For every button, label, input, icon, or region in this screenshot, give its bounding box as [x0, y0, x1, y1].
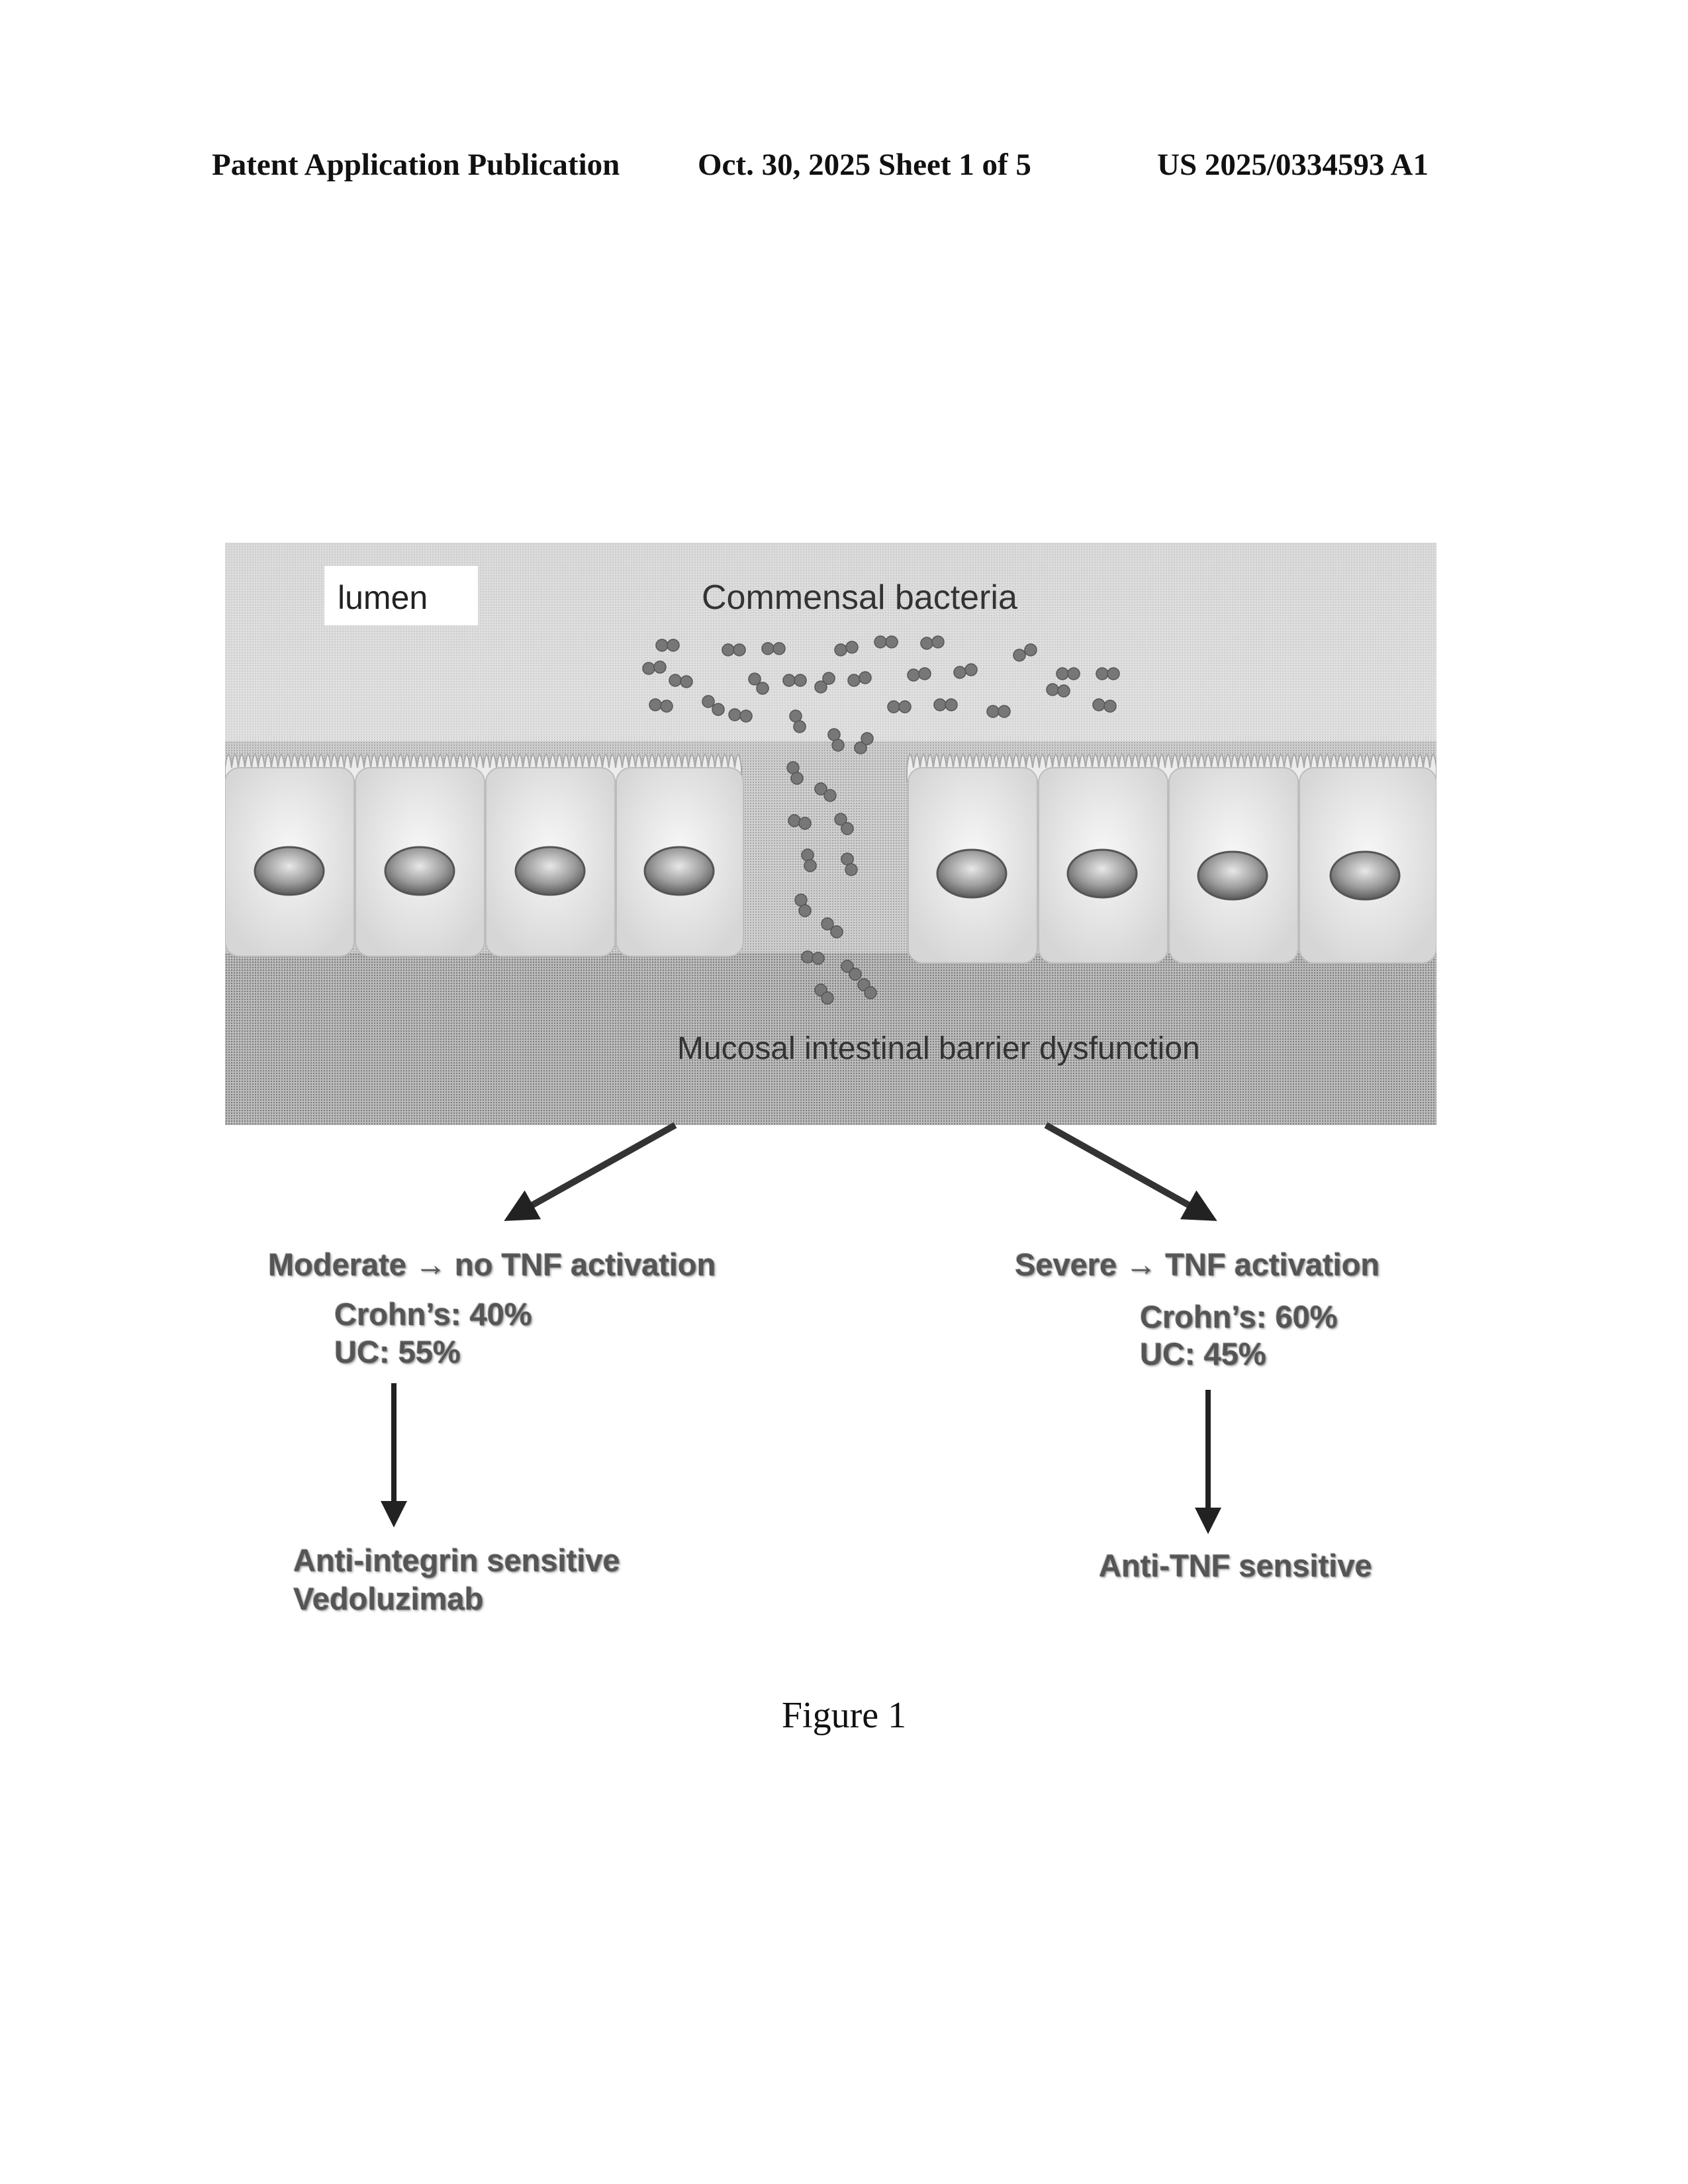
anti-tnf-outcome: Anti-TNF sensitive: [1099, 1547, 1372, 1584]
anti-integrin-outcome: Anti-integrin sensitive: [293, 1542, 620, 1578]
moderate-crohns-rate: Crohn’s: 40%: [334, 1296, 532, 1332]
arrow-to-severe: [1046, 1125, 1211, 1218]
vedoluzimab-label: Vedoluzimab: [293, 1580, 483, 1617]
figure-caption: Figure 1: [0, 1694, 1688, 1737]
moderate-uc-rate: UC: 55%: [334, 1334, 461, 1370]
moderate-condition-label: Moderate → no TNF activation: [268, 1246, 716, 1283]
arrow-to-moderate: [510, 1125, 675, 1218]
severe-crohns-rate: Crohn’s: 60%: [1140, 1298, 1338, 1335]
severe-uc-rate: UC: 45%: [1140, 1336, 1266, 1372]
severe-condition-label: Severe → TNF activation: [1015, 1246, 1380, 1283]
